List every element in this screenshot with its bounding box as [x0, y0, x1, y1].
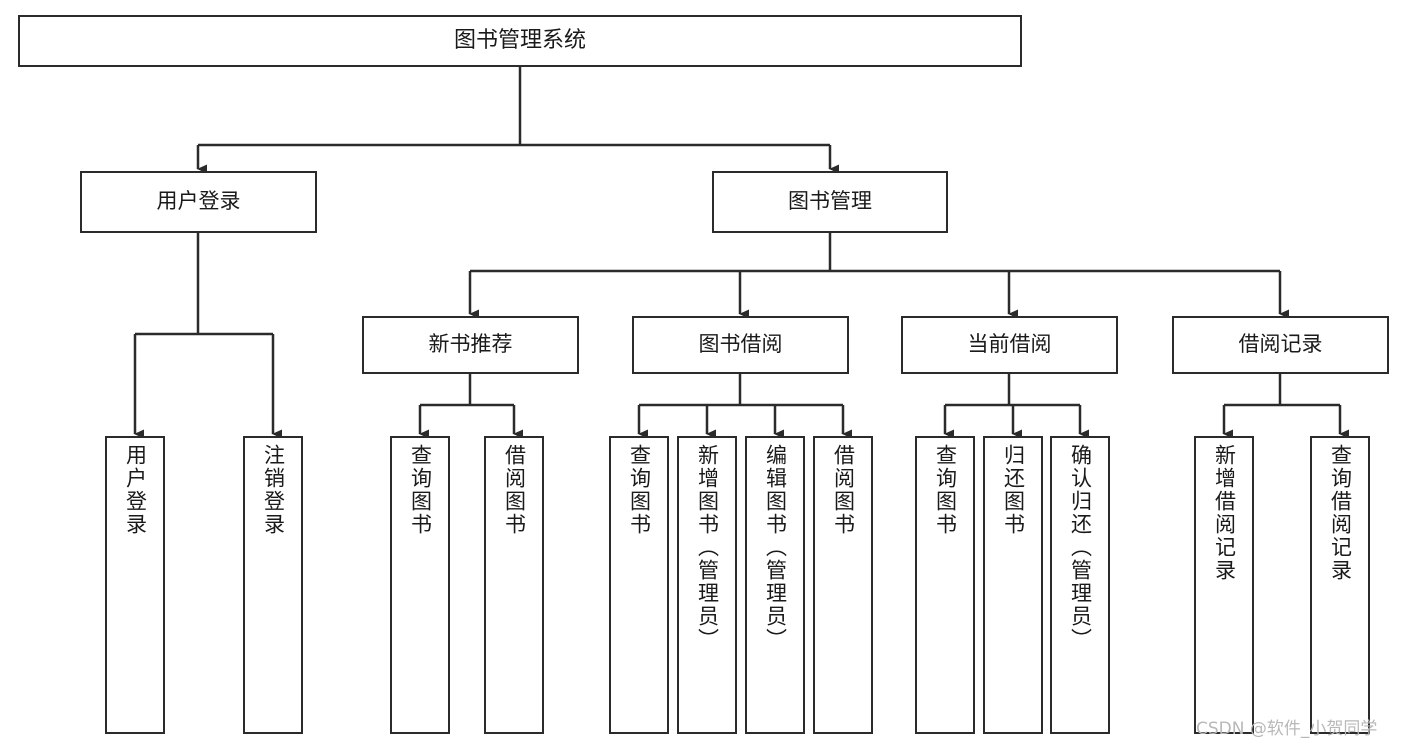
node-label: 借阅图书	[831, 444, 856, 536]
node-label: 新书推荐	[428, 332, 513, 357]
node-label: 归还图书	[1001, 444, 1026, 536]
node-label: 新增借阅记录	[1212, 444, 1237, 582]
node-label: 借阅图书	[502, 444, 527, 536]
node-l2-2[interactable]: 图书借阅	[632, 316, 849, 374]
node-leaf-9[interactable]: 查询图书	[915, 436, 975, 734]
node-label: 用户登录	[156, 189, 241, 214]
node-l2-3[interactable]: 当前借阅	[901, 316, 1118, 374]
node-label: 图书管理	[788, 189, 872, 214]
node-label: 确认归还（管理员）	[1068, 444, 1093, 651]
node-l2-1[interactable]: 新书推荐	[362, 316, 579, 374]
node-leaf-4[interactable]: 借阅图书	[484, 436, 544, 734]
node-label: 借阅记录	[1238, 332, 1323, 357]
node-label: 查询图书	[933, 444, 958, 536]
node-label: 查询借阅记录	[1328, 444, 1353, 582]
node-label: 图书借阅	[698, 332, 783, 357]
node-label: 用户登录	[123, 444, 148, 536]
node-label: 当前借阅	[967, 332, 1052, 357]
node-leaf-11[interactable]: 确认归还（管理员）	[1050, 436, 1110, 734]
node-label: 查询图书	[627, 444, 652, 536]
watermark-csdn: CSDN @软件_小贺同学	[1196, 719, 1378, 739]
node-label: 新增图书（管理员）	[695, 444, 720, 651]
node-leaf-12[interactable]: 新增借阅记录	[1194, 436, 1254, 734]
node-leaf-7[interactable]: 编辑图书（管理员）	[745, 436, 805, 734]
node-label: 编辑图书（管理员）	[763, 444, 788, 651]
node-leaf-10[interactable]: 归还图书	[983, 436, 1043, 734]
node-leaf-8[interactable]: 借阅图书	[813, 436, 873, 734]
node-l2-4[interactable]: 借阅记录	[1172, 316, 1389, 374]
node-leaf-5[interactable]: 查询图书	[609, 436, 669, 734]
node-leaf-1[interactable]: 用户登录	[105, 436, 165, 734]
node-l1-2[interactable]: 图书管理	[712, 171, 948, 233]
node-leaf-3[interactable]: 查询图书	[390, 436, 450, 734]
node-label: 注销登录	[261, 444, 286, 536]
node-l1-1[interactable]: 用户登录	[80, 171, 317, 233]
node-root[interactable]: 图书管理系统	[18, 15, 1022, 67]
node-label: 查询图书	[408, 444, 433, 536]
edges-group	[133, 67, 1349, 439]
node-leaf-2[interactable]: 注销登录	[243, 436, 303, 734]
node-leaf-6[interactable]: 新增图书（管理员）	[677, 436, 737, 734]
node-label: 图书管理系统	[453, 27, 586, 53]
node-leaf-13[interactable]: 查询借阅记录	[1310, 436, 1370, 734]
